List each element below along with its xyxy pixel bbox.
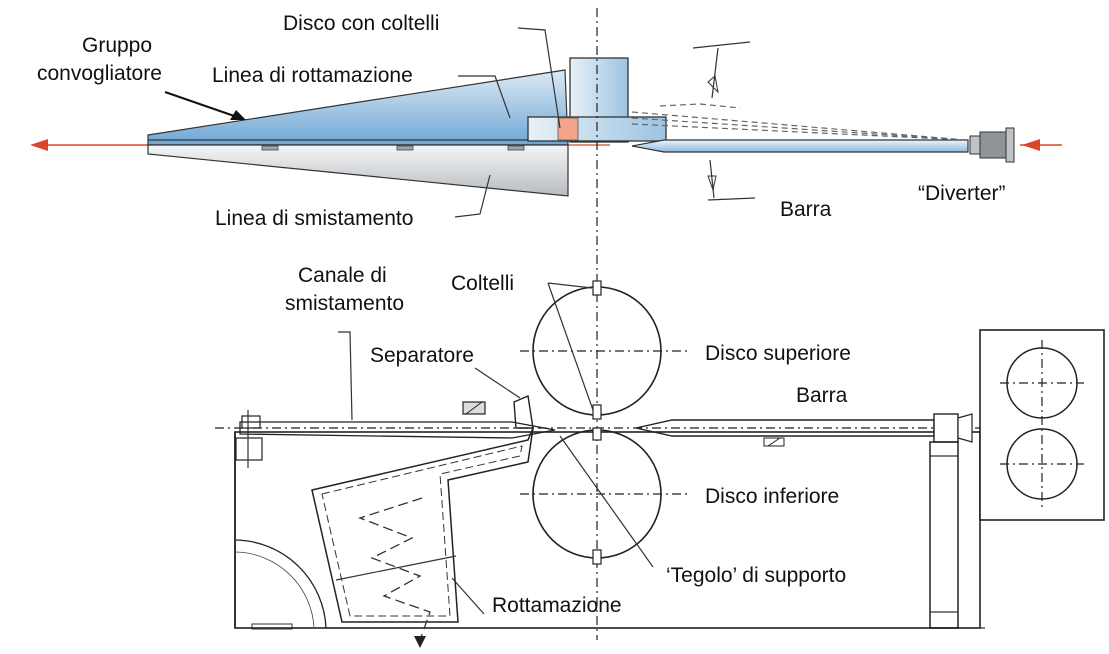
scrap-chute-outer — [311, 427, 534, 623]
entry-arrow-head — [1022, 139, 1040, 151]
label-barra-bottom: Barra — [796, 384, 848, 407]
bar-plan — [631, 139, 969, 153]
label-canale-line2: smistamento — [285, 292, 404, 315]
lower-knife-bottom — [592, 549, 602, 565]
leader-coltelli-1 — [547, 282, 593, 289]
leader-rottamazione — [458, 75, 511, 119]
scrap-path — [358, 497, 431, 641]
label-disco-inferiore: Disco inferiore — [705, 485, 839, 508]
support-column — [929, 441, 959, 629]
label-barra-top: Barra — [780, 198, 832, 221]
label-canale-line1: Canale di — [298, 264, 387, 287]
label-disco-superiore: Disco superiore — [705, 342, 851, 365]
leader-smistamento — [454, 174, 491, 218]
sorting-channel — [239, 421, 556, 439]
leader-rottamazione-side — [451, 577, 485, 615]
upper-knife-top — [592, 280, 602, 296]
exit-arrow-head — [30, 139, 48, 151]
leader-canale — [338, 331, 353, 421]
sorting-line-cone — [147, 144, 569, 197]
label-tegolo: ‘Tegolo’ di supporto — [666, 564, 846, 587]
leader-coltelli-2 — [547, 282, 594, 411]
label-linea-rottamazione: Linea di rottamazione — [212, 64, 413, 87]
pinch-head — [933, 413, 959, 443]
plan-view — [30, 27, 1062, 218]
label-disco-con-coltelli: Disco con coltelli — [283, 12, 439, 35]
leader-disco-coltelli — [517, 27, 561, 129]
lower-knife-top — [592, 427, 602, 441]
diverter-block — [979, 131, 1007, 159]
arrow-convogliatore — [164, 91, 241, 119]
knife-blade — [557, 117, 579, 141]
label-coltelli: Coltelli — [451, 272, 514, 295]
upper-knife-bottom — [592, 404, 602, 420]
label-gruppo-line1: Gruppo — [82, 34, 152, 57]
side-view — [215, 280, 1105, 648]
label-separatore: Separatore — [370, 344, 474, 367]
leader-tegolo — [559, 435, 654, 568]
left-wheel-arc — [235, 539, 327, 629]
label-diverter: “Diverter” — [918, 182, 1006, 205]
leader-separatore — [474, 367, 521, 399]
label-gruppo-line2: convogliatore — [37, 62, 162, 85]
label-rottamazione: Rottamazione — [492, 594, 622, 617]
label-linea-smistamento: Linea di smistamento — [215, 207, 413, 230]
diverter-body — [969, 135, 981, 155]
